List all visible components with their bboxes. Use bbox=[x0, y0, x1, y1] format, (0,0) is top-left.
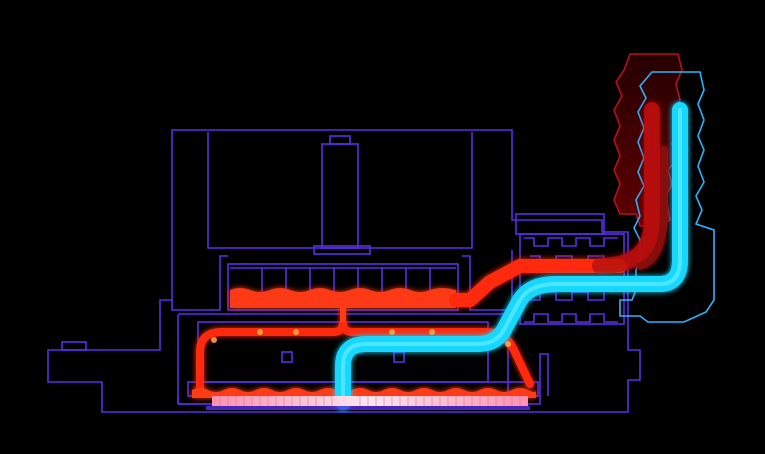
hot-flow bbox=[192, 102, 668, 398]
hot-flow-highlights bbox=[211, 329, 511, 347]
cold-flow bbox=[335, 102, 688, 410]
cold-plate bbox=[206, 396, 530, 410]
